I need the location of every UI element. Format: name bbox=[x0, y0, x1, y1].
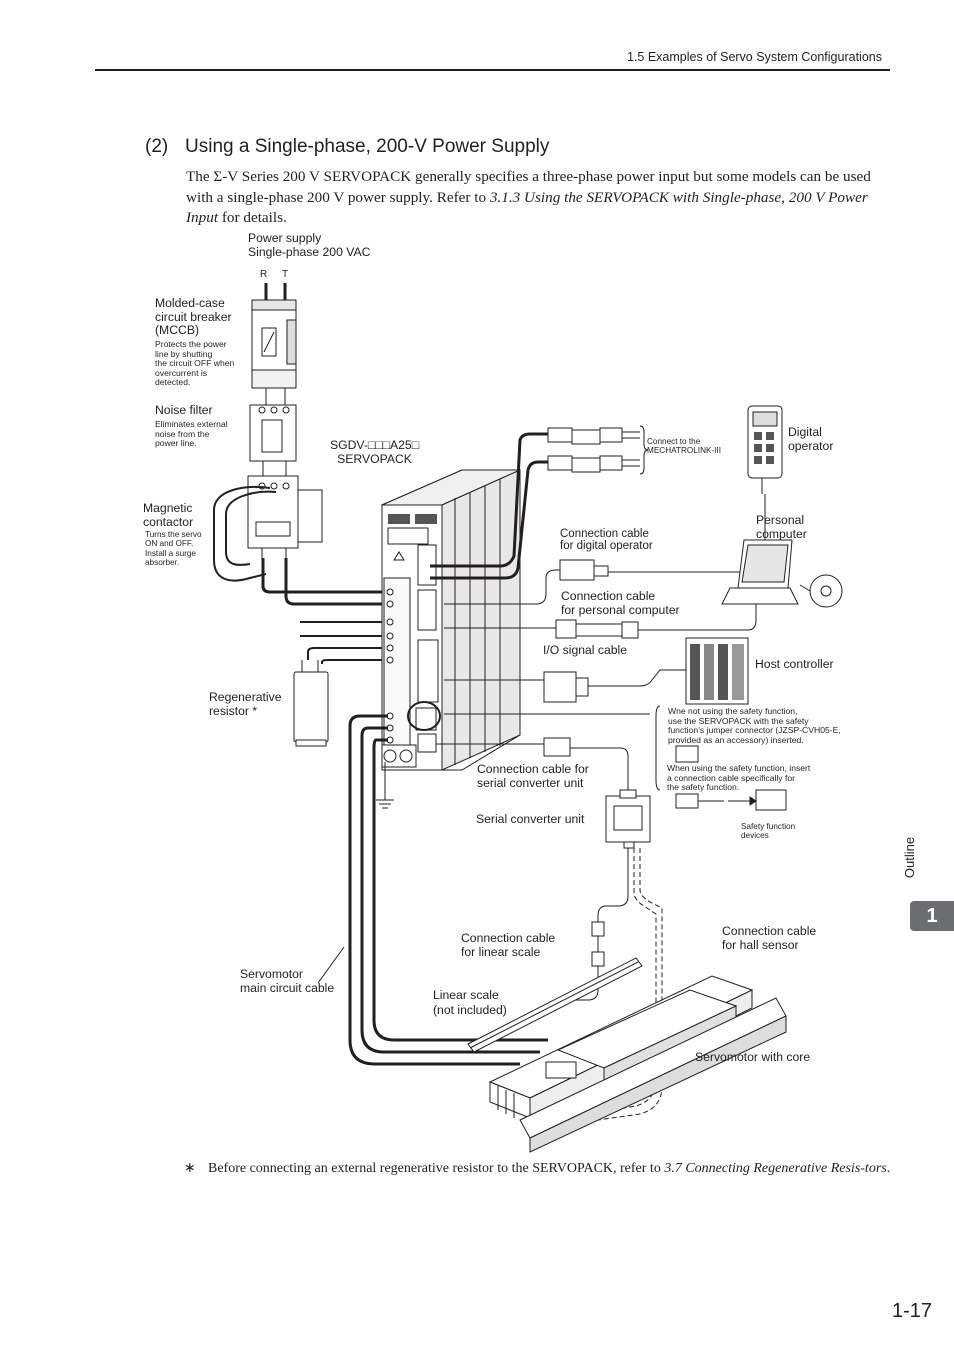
footnote-text: Before connecting an external regenerati… bbox=[208, 1161, 665, 1176]
serial-converter-cable-label: Connection cable for serial converter un… bbox=[477, 762, 589, 790]
mccb-title: Molded-case circuit breaker (MCCB) bbox=[155, 296, 232, 338]
regen-resistor-wires bbox=[307, 647, 388, 664]
side-tab-label: Outline bbox=[902, 832, 923, 882]
serial-converter-cable bbox=[436, 737, 629, 790]
pc-cable-label: Connection cable for personal computer bbox=[561, 589, 680, 617]
host-controller-label: Host controller bbox=[755, 657, 834, 671]
linear-scale-label: Linear scale (not included) bbox=[433, 988, 507, 1017]
phase-r-label: R bbox=[260, 269, 268, 280]
linear-scale-icon bbox=[467, 957, 643, 1053]
digital-operator-label: Digital operator bbox=[788, 425, 834, 453]
safety-using-note: When using the safety function, insert a… bbox=[667, 763, 811, 793]
linear-scale-cable bbox=[576, 848, 629, 1001]
main-cable-leader bbox=[317, 946, 345, 984]
mccb-description: Protects the power line by shutting the … bbox=[155, 339, 235, 388]
running-header: 1.5 Examples of Servo System Configurati… bbox=[627, 50, 882, 64]
servomotor-main-cable bbox=[348, 714, 548, 1066]
chapter-tab[interactable]: 1 bbox=[910, 901, 954, 931]
io-cable-label: I/O signal cable bbox=[543, 643, 628, 657]
footnote-text-end: . bbox=[886, 1161, 891, 1176]
host-controller-icon bbox=[685, 637, 749, 705]
servopack-icon bbox=[381, 469, 521, 771]
intro-paragraph: The Σ-V Series 200 V SERVOPACK generally… bbox=[186, 167, 891, 229]
footnote-reference[interactable]: 3.7 Connecting Regenerative Resis-tors bbox=[664, 1161, 887, 1176]
personal-computer-cable bbox=[444, 596, 757, 639]
mccb-icon bbox=[251, 299, 297, 406]
intro-text: The Σ-V Series 200 V SERVOPACK generally… bbox=[186, 168, 871, 206]
digital-operator-cable-label: Connection cable for digital operator bbox=[560, 528, 653, 552]
main-circuit-cable-label: Servomotor main circuit cable bbox=[240, 967, 335, 995]
safety-devices-label: Safety function devices bbox=[741, 822, 796, 841]
servomotor-with-core-icon bbox=[488, 975, 787, 1153]
servopack-terminals bbox=[386, 588, 394, 744]
power-wires-to-servopack bbox=[261, 558, 388, 606]
section-number: (2) bbox=[145, 136, 169, 157]
magnetic-contactor-title: Magnetic contactor bbox=[143, 501, 194, 529]
regenerative-resistor-icon bbox=[293, 660, 329, 747]
hall-sensor-cable-label: Connection cable for hall sensor bbox=[722, 924, 817, 952]
control-power-wires bbox=[300, 621, 388, 637]
section-title-text: Using a Single-phase, 200-V Power Supply bbox=[185, 136, 550, 157]
noise-filter-description: Eliminates external noise from the power… bbox=[155, 419, 228, 449]
magnetic-contactor-description: Turns the servo ON and OFF. Install a su… bbox=[145, 530, 202, 568]
serial-converter-label: Serial converter unit bbox=[476, 812, 585, 826]
noise-filter-icon bbox=[249, 404, 297, 480]
io-signal-cable bbox=[444, 669, 686, 703]
power-supply-label: Power supply Single-phase 200 VAC bbox=[248, 231, 371, 259]
serial-converter-unit-icon bbox=[605, 789, 651, 849]
ground-symbol-icon bbox=[376, 762, 394, 809]
surge-absorber-wiring bbox=[213, 486, 277, 582]
linear-scale-cable-label: Connection cable for linear scale bbox=[461, 931, 556, 959]
section-heading: (2) Using a Single-phase, 200-V Power Sup… bbox=[145, 136, 549, 158]
phase-t-label: T bbox=[282, 269, 289, 280]
side-tab-text: Outline bbox=[902, 836, 918, 879]
digital-operator-icon bbox=[747, 405, 783, 494]
noise-filter-title: Noise filter bbox=[155, 403, 213, 417]
header-rule bbox=[95, 69, 890, 71]
mechatrolink-connectors bbox=[430, 425, 649, 580]
servomotor-label: Servomotor with core bbox=[695, 1050, 811, 1064]
intro-reference[interactable]: 3.1.3 Using the SERVOPACK with Single-ph… bbox=[186, 188, 868, 227]
regenerative-resistor-label: Regenerative resistor * bbox=[209, 690, 282, 718]
mechatrolink-label: Connect to the MECHATROLINK-III bbox=[647, 437, 721, 456]
safety-not-using-note: Wne not using the safety function, use t… bbox=[668, 706, 841, 745]
safety-connection bbox=[444, 705, 787, 811]
intro-text-end: for details. bbox=[218, 209, 287, 226]
personal-computer-label: Personal computer bbox=[756, 513, 807, 541]
footnote-marker: ∗ bbox=[184, 1161, 196, 1176]
page-number: 1-17 bbox=[892, 1300, 933, 1322]
servopack-label: SGDV-□□□A25□ SERVOPACK bbox=[330, 438, 420, 466]
magnetic-contactor-icon bbox=[247, 475, 323, 558]
personal-computer-icon bbox=[721, 539, 843, 608]
